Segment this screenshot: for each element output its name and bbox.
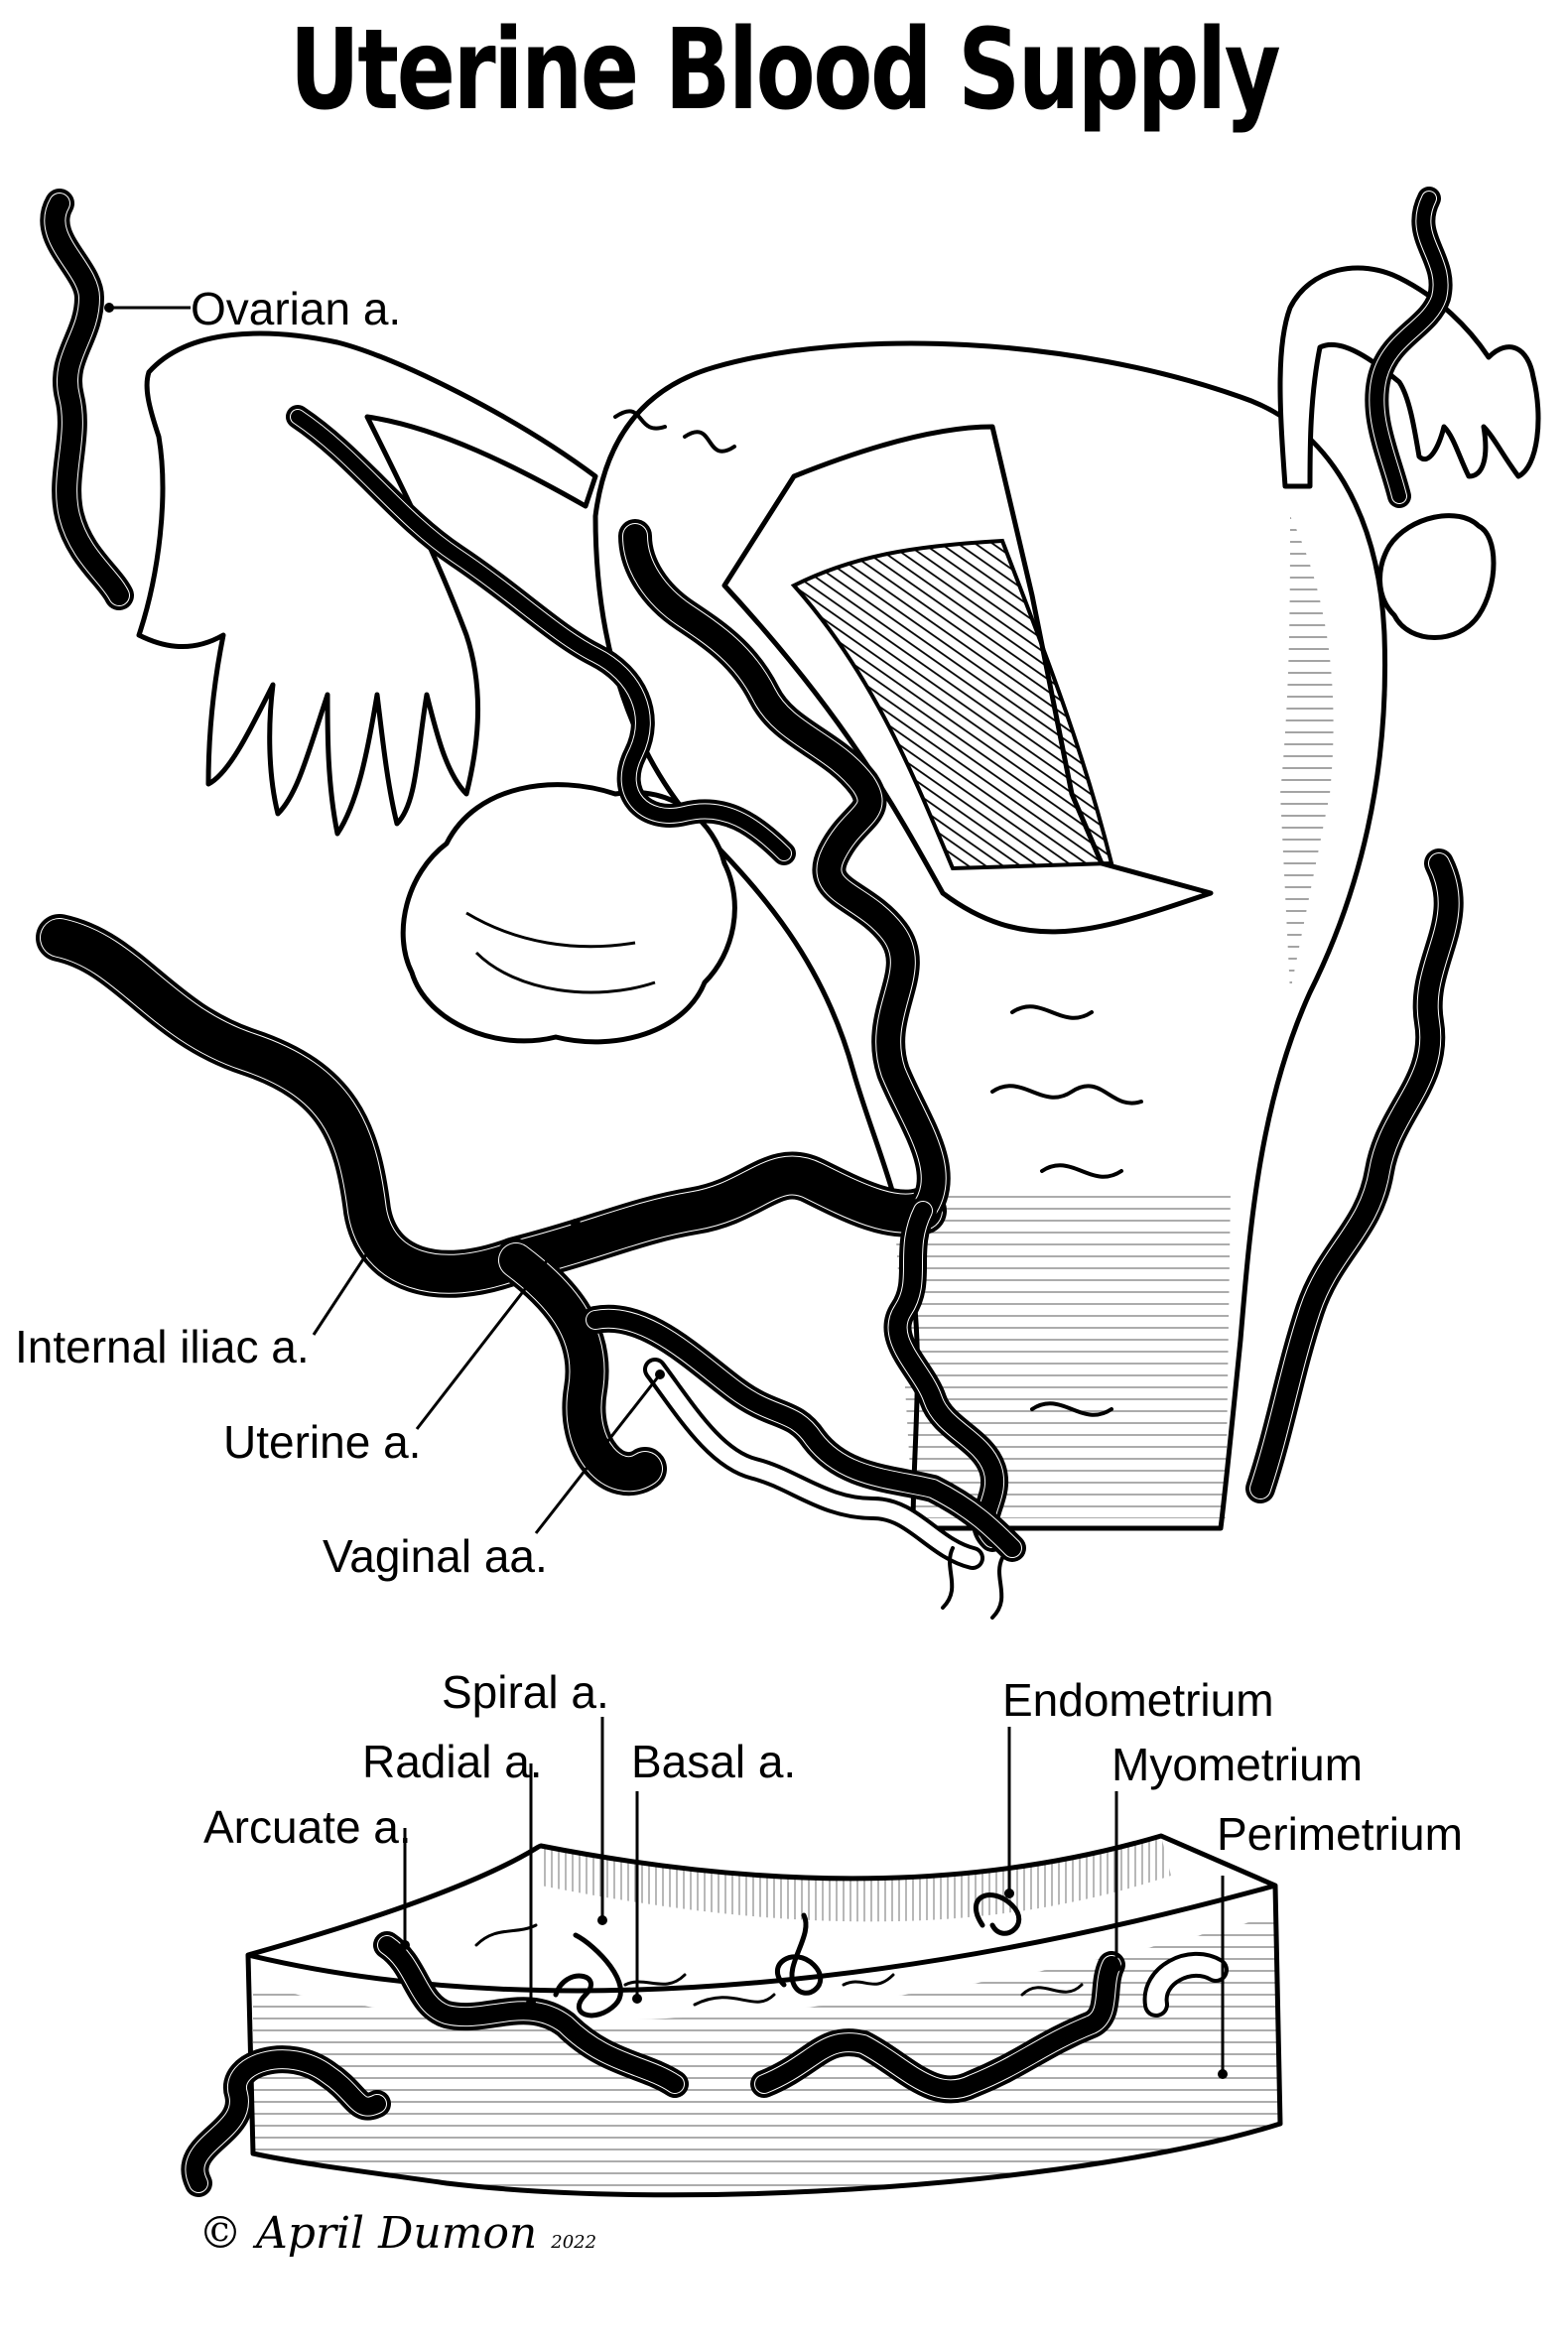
right-ovary (1377, 513, 1497, 640)
left-ovary (400, 782, 737, 1045)
label-myometrium: Myometrium (1111, 1739, 1364, 1790)
label-perimetrium: Perimetrium (1217, 1808, 1463, 1860)
leader-internal-iliac (312, 1230, 384, 1336)
uterine-wall-section (245, 1833, 1283, 2198)
artist-signature: © April Dumon 2022 (198, 2208, 596, 2259)
left-fallopian-tube (136, 330, 598, 837)
signature-name: April Dumon (256, 2208, 538, 2259)
leader-vaginal (534, 1373, 662, 1534)
label-vaginal-arteries: Vaginal aa. (323, 1530, 548, 1582)
copyright-icon: © (198, 2208, 242, 2259)
label-uterine-artery: Uterine a. (223, 1416, 422, 1468)
right-fallopian-tube (1277, 265, 1541, 489)
uterine-wall-cutaway (721, 424, 1214, 935)
page-title: Uterine Blood Supply (289, 6, 1281, 135)
leader-uterine (415, 1223, 578, 1430)
leader-lines (104, 303, 1228, 2079)
label-basal-artery: Basal a. (631, 1736, 797, 1787)
label-internal-iliac-artery: Internal iliac a. (15, 1321, 310, 1372)
signature-year: 2022 (551, 2232, 597, 2253)
vessels (36, 187, 1464, 1570)
small-branches (613, 409, 1143, 1620)
label-ovarian-artery: Ovarian a. (191, 283, 402, 334)
label-radial-artery: Radial a. (362, 1736, 543, 1787)
label-spiral-artery: Spiral a. (442, 1666, 609, 1718)
label-endometrium: Endometrium (1002, 1674, 1274, 1726)
section-vessels (181, 1892, 1229, 2197)
label-arcuate-artery: Arcuate a. (203, 1801, 412, 1853)
